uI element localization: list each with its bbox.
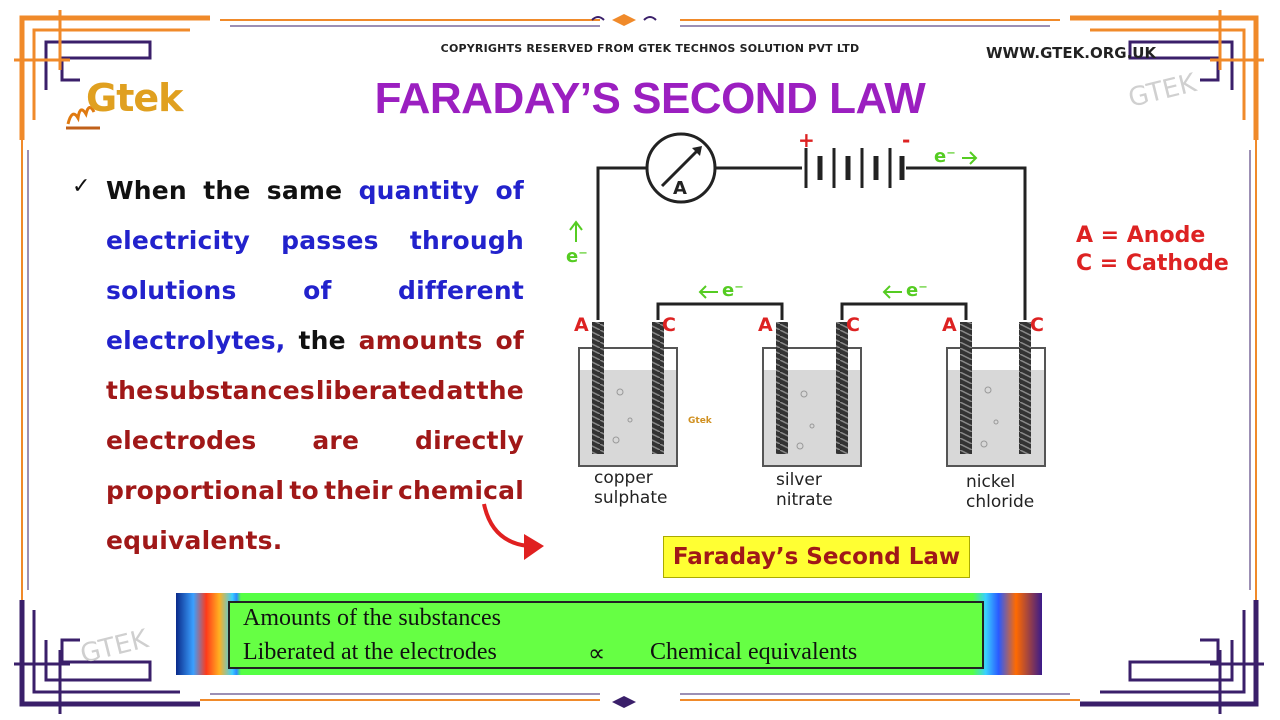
electron-label-left: e⁻ [566,246,588,267]
caption-box: Faraday’s Second Law [663,536,970,578]
relation-left-line2: Liberated at the electrodes [243,639,497,665]
electrode-anode-1 [592,322,604,454]
statement-word: passes [281,226,379,255]
small-logo: Gtek [688,416,712,426]
statement-line: solutions of different [106,266,524,316]
checkmark-icon: ✓ [72,174,91,199]
electrode-anode-2 [776,322,788,454]
anode-letter-1: A [574,314,589,336]
statement-word: directly [414,426,524,455]
relation-bar [228,601,984,669]
electron-label-mid2: e⁻ [906,280,928,301]
statement-word: of [495,326,524,355]
statement-word: the [203,176,251,205]
statement-word: to [289,476,319,505]
statement-word: When [106,176,187,205]
electrolysis-circuit-diagram [569,132,1046,467]
statement-word: substances [154,376,315,405]
website-url[interactable]: WWW.GTEK.ORG.UK [986,44,1157,62]
statement-word: the [476,376,524,405]
electrode-anode-3 [960,322,972,454]
relation-left-line1: Amounts of the substances [243,605,501,631]
anode-letter-3: A [942,314,957,336]
relation-right: Chemical equivalents [650,639,858,665]
statement-line: electrodes are directly [106,416,524,466]
statement-word: are [312,426,360,455]
statement-word: of [495,176,524,205]
statement-word: at [446,376,476,405]
gtek-logo-icon [66,106,100,130]
ammeter-label: A [673,178,687,199]
statement-word: different [397,276,524,305]
statement-word: electrodes [106,426,257,455]
battery-plus: + [798,128,815,152]
statement-word: the [106,376,154,405]
curved-arrow-icon [482,503,544,560]
statement-word: liberated [315,376,446,405]
cathode-letter-3: C [1030,314,1044,336]
cathode-letter-2: C [846,314,860,336]
statement-line: electricity passes through [106,216,524,266]
copyright-notice: COPYRIGHTS RESERVED FROM GTEK TECHNOS SO… [440,42,860,55]
statement-word: of [303,276,332,305]
electron-label-mid1: e⁻ [722,280,744,301]
statement-line: electrolytes, the amounts of [106,316,524,366]
electron-label-top: e⁻ [934,146,956,167]
logo-text: Gtek [86,76,183,120]
battery-icon [804,148,905,188]
statement-word: the [298,326,346,355]
anode-letter-2: A [758,314,773,336]
statement-word: equivalents. [106,526,283,555]
statement-word: proportional [106,476,285,505]
statement-word: through [409,226,524,255]
legend-cathode: C = Cathode [1076,251,1229,276]
statement-line: equivalents. [106,516,524,566]
electrode-cathode-2 [836,322,848,454]
statement-word: same [266,176,343,205]
electrode-cathode-3 [1019,322,1031,454]
statement-word: electrolytes, [106,326,286,355]
statement-word: amounts [358,326,483,355]
page-title: FARADAY’S SECOND LAW [374,74,926,123]
proportional-symbol: ∝ [588,641,606,667]
legend: A = Anode C = Cathode [1076,222,1229,278]
cathode-letter-1: C [662,314,676,336]
statement-word: quantity [358,176,480,205]
statement-word: chemical [397,476,524,505]
statement-word: their [324,476,393,505]
electrode-cathode-1 [652,322,664,454]
statement-word: solutions [106,276,237,305]
battery-minus: - [902,128,911,152]
statement-word: electricity [106,226,250,255]
legend-anode: A = Anode [1076,223,1206,248]
